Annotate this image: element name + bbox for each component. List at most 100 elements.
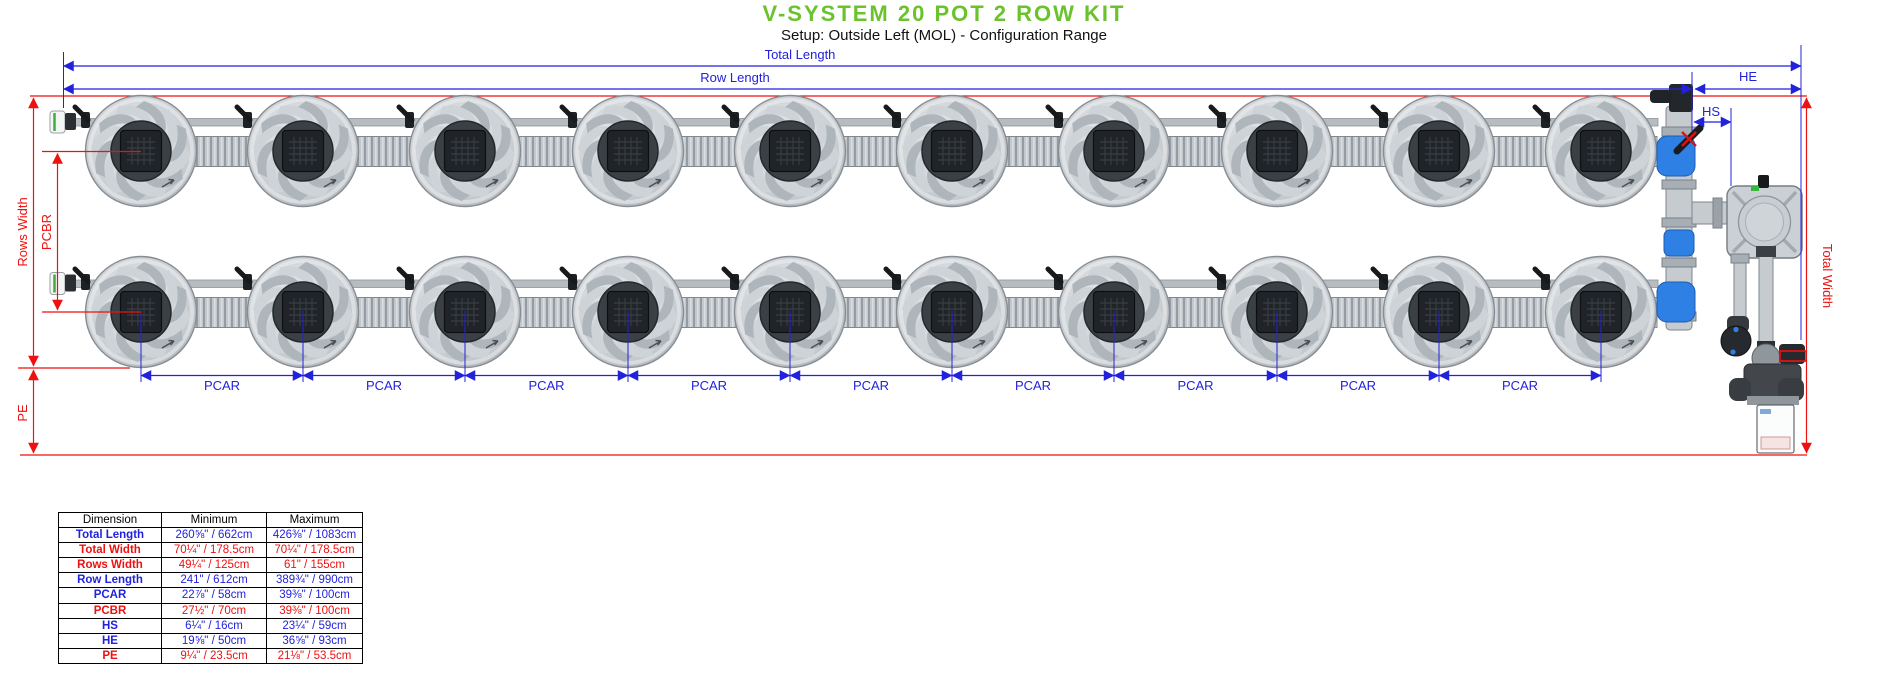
min-value: 19⅝" / 50cm [161, 632, 267, 649]
feed-fitting-icon [72, 266, 91, 290]
pot-row1-3 [409, 95, 520, 206]
feed-fitting-icon [1045, 104, 1064, 128]
doser-knob [1758, 175, 1769, 188]
feed-fitting-icon [721, 104, 740, 128]
feed-fitting-icon [72, 104, 91, 128]
column-header: Dimension [58, 511, 162, 529]
feed-fitting-icon [1370, 104, 1389, 128]
feed-fitting-icon [1532, 104, 1551, 128]
dimension-name: Row Length [58, 572, 162, 589]
min-value: 6¼" / 16cm [161, 617, 267, 634]
manifold-top-cap [1669, 84, 1693, 112]
pot-row1-5 [734, 95, 845, 206]
dimension-name: HE [58, 632, 162, 649]
ball-valve [1720, 325, 1752, 357]
manifold-link-pipe [1691, 201, 1729, 225]
rows-width-label: Rows Width [15, 197, 30, 266]
pot-layer [72, 95, 1657, 367]
feed-fitting-icon [1208, 104, 1227, 128]
feed-fitting-icon [883, 104, 902, 128]
pot-row1-8 [1221, 95, 1332, 206]
column-header: Maximum [266, 511, 363, 529]
dimension-name: Rows Width [58, 557, 162, 574]
pcar-label: PCAR [1502, 378, 1538, 393]
min-value: 70¼" / 178.5cm [161, 542, 267, 559]
pot-row1-2 [247, 95, 358, 206]
red-dimensions: Rows Width PCBR PE Total Width [15, 97, 1835, 456]
total-length-label: Total Length [765, 47, 836, 62]
max-value: 39⅜" / 100cm [266, 602, 363, 619]
doser-led [1751, 186, 1759, 191]
pcar-label: PCAR [853, 378, 889, 393]
pcar-label: PCAR [528, 378, 564, 393]
pot-row1-10 [1545, 95, 1656, 206]
row-end-caps [49, 110, 76, 295]
dimension-name: PCBR [58, 602, 162, 619]
pe-label: PE [15, 404, 30, 422]
dimension-name: PE [58, 647, 162, 664]
pcar-label: PCAR [1015, 378, 1051, 393]
total-width-label: Total Width [1820, 244, 1835, 308]
feed-fitting-icon [883, 266, 902, 290]
feed-fitting-icon [1208, 266, 1227, 290]
valve-cross-icon [1681, 131, 1697, 147]
min-value: 9¼" / 23.5cm [161, 647, 267, 664]
max-value: 21⅛" / 53.5cm [266, 647, 363, 664]
feed-fitting-icon [234, 104, 253, 128]
max-value: 23¼" / 59cm [266, 617, 363, 634]
max-value: 426⅜" / 1083cm [266, 527, 363, 544]
page-title: V-SYSTEM 20 POT 2 ROW KIT [762, 1, 1126, 26]
manifold-elbow-row2 [1656, 281, 1696, 323]
feed-fitting-icon [721, 266, 740, 290]
min-value: 241" / 612cm [161, 572, 267, 589]
column-header: Minimum [161, 511, 267, 529]
table-header-row: Dimension Minimum Maximum [58, 511, 363, 529]
pcar-label: PCAR [366, 378, 402, 393]
pot-row1-6 [896, 95, 1007, 206]
dimension-name: Total Width [58, 542, 162, 559]
max-value: 39⅜" / 100cm [266, 587, 363, 604]
dimension-name: HS [58, 617, 162, 634]
blue-dimensions: Total Length Row Length HE HS [62, 45, 1802, 340]
max-value: 36⅝" / 93cm [266, 632, 363, 649]
row-length-label: Row Length [700, 70, 769, 85]
dimension-name: PCAR [58, 587, 162, 604]
pot-row1-4 [572, 95, 683, 206]
max-value: 61" / 155cm [266, 557, 363, 574]
manifold [1650, 84, 1729, 331]
pcar-label: PCAR [204, 378, 240, 393]
min-value: 22⅞" / 58cm [161, 587, 267, 604]
min-value: 49¼" / 125cm [161, 557, 267, 574]
feed-fitting-icon [1045, 266, 1064, 290]
pcar-label: PCAR [1340, 378, 1376, 393]
he-label: HE [1739, 69, 1757, 84]
feed-fitting-icon [396, 104, 415, 128]
feed-fitting-icon [559, 266, 578, 290]
pot-row1-7 [1058, 95, 1169, 206]
end-coupler-row1 [65, 113, 76, 130]
min-value: 260⅝" / 662cm [161, 527, 267, 544]
pot-row1-9 [1383, 95, 1494, 206]
page-subtitle: Setup: Outside Left (MOL) - Configuratio… [780, 27, 1107, 44]
end-cap-row1 [49, 110, 66, 134]
min-value: 27½" / 70cm [161, 602, 267, 619]
feed-fitting-icon [1370, 266, 1389, 290]
feed-fitting-icon [234, 266, 253, 290]
feed-fitting-icon [1532, 266, 1551, 290]
feed-fitting-icon [559, 104, 578, 128]
max-value: 70¼" / 178.5cm [266, 542, 363, 559]
pcar-label: PCAR [691, 378, 727, 393]
pcbr-label: PCBR [39, 214, 54, 250]
end-coupler-row2 [65, 274, 76, 292]
